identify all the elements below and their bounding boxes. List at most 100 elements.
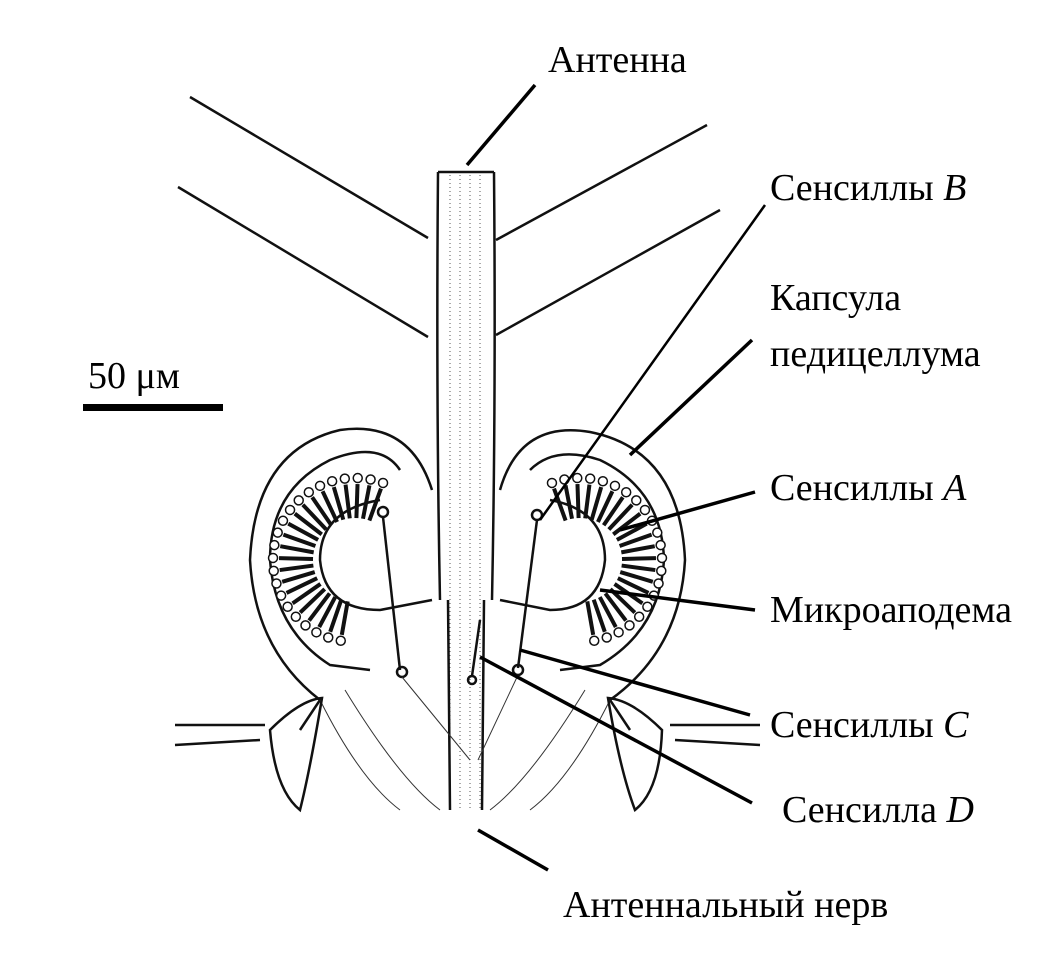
label-sensilla-c: Сенсиллы C bbox=[770, 704, 969, 746]
sensillum-a-cell bbox=[326, 476, 338, 487]
sensillum-a-cell bbox=[365, 474, 376, 485]
sensillum-a-cell bbox=[584, 473, 596, 484]
right-sensilla-a bbox=[546, 472, 668, 647]
sensillum-a-dendrite bbox=[282, 532, 317, 548]
sensillum-a-cell bbox=[624, 620, 635, 631]
sensillum-a-dendrite bbox=[585, 601, 596, 636]
sensillum-a-cell bbox=[546, 477, 558, 489]
sensillum-a-cell bbox=[268, 565, 279, 577]
sensillum-a-dendrite bbox=[618, 532, 653, 548]
sensillum-a-dendrite bbox=[281, 570, 316, 584]
sensillum-a-dendrite bbox=[339, 601, 350, 636]
left-sensilla-a bbox=[267, 472, 389, 647]
sensillum-a-dendrite bbox=[616, 576, 650, 595]
sensillum-a-dendrite bbox=[367, 487, 383, 522]
leader-capsule bbox=[628, 338, 754, 457]
sensillum-a-dendrite bbox=[278, 556, 314, 561]
sensillum-a-cell bbox=[271, 578, 282, 589]
sensillum-a-dendrite bbox=[287, 521, 320, 542]
sensillum-a-cell bbox=[284, 504, 296, 516]
sensillum-a-cell bbox=[272, 527, 283, 538]
sensillum-a-dendrite bbox=[615, 521, 648, 542]
sensillum-a-dendrite bbox=[589, 486, 604, 521]
antenna-shaft bbox=[436, 170, 496, 811]
sensillum-a-cell bbox=[653, 578, 664, 589]
sensillum-a-dendrite bbox=[343, 484, 352, 519]
sensillum-a-dendrite bbox=[293, 512, 323, 536]
sensillum-a-dendrite bbox=[620, 544, 656, 555]
sensillum-a-dendrite bbox=[612, 512, 642, 536]
sensillum-a-cell bbox=[300, 620, 311, 631]
sensillum-a-dendrite bbox=[619, 570, 654, 584]
label-sensilla-b: Сенсиллы B bbox=[770, 167, 966, 209]
sensillum-a-cell bbox=[293, 495, 304, 506]
sensillum-a-cell bbox=[339, 473, 351, 484]
sensillum-a-dendrite bbox=[598, 596, 618, 628]
sensillum-a-cell bbox=[311, 627, 322, 638]
sensillum-a-dendrite bbox=[591, 599, 607, 633]
sensillum-a-dendrite bbox=[298, 587, 327, 615]
leader-antenna bbox=[465, 83, 537, 167]
scale-bar-label: 50 μм bbox=[88, 355, 180, 397]
sensillum-a-cell bbox=[275, 590, 287, 601]
label-capsule-line1: Капсула bbox=[770, 277, 901, 319]
sensillum-a-cell bbox=[597, 476, 609, 487]
sensillum-a-cell bbox=[267, 552, 279, 564]
sensillum-a-dendrite bbox=[563, 485, 574, 520]
sensillum-a-cell bbox=[656, 552, 668, 564]
label-microapodeme: Микроаподема bbox=[770, 589, 1012, 631]
sensillum-a-dendrite bbox=[621, 563, 656, 573]
sensillum-a-dendrite bbox=[291, 582, 322, 605]
sensillum-a-dendrite bbox=[354, 483, 360, 519]
sensillum-a-cell bbox=[639, 504, 651, 516]
sensillum-a-cell bbox=[642, 601, 653, 613]
sensillum-a-dendrite bbox=[331, 486, 346, 521]
label-sensilla-a: Сенсиллы A bbox=[770, 467, 967, 509]
sensillum-a-dendrite bbox=[279, 563, 314, 573]
sensillum-a-cell bbox=[322, 632, 334, 643]
sensillum-a-dendrite bbox=[361, 485, 372, 520]
sensillum-a-cell bbox=[609, 480, 621, 492]
sensillum-a-dendrite bbox=[607, 503, 634, 531]
label-antennal-nerve: Антеннальный нерв bbox=[563, 884, 888, 926]
sensillum-a-dendrite bbox=[301, 503, 328, 531]
sensillum-a-cell bbox=[655, 539, 666, 551]
scale-bar bbox=[83, 404, 223, 411]
leader-sensilla-c bbox=[519, 648, 751, 717]
sensillum-a-cell bbox=[652, 527, 663, 538]
sensillum-a-cell bbox=[314, 480, 326, 492]
sensillum-a-dendrite bbox=[279, 544, 315, 555]
sensillum-a-dendrite bbox=[310, 496, 333, 527]
leader-sensilla-b bbox=[538, 204, 767, 521]
sensillum-a-cell bbox=[269, 539, 280, 551]
sensillum-a-cell bbox=[352, 472, 363, 484]
sensillum-a-dendrite bbox=[583, 484, 592, 519]
sensillum-a-cell bbox=[290, 611, 302, 623]
sensillum-a-dendrite bbox=[320, 490, 339, 523]
right-pedicel-capsule bbox=[489, 429, 761, 813]
sensillum-a-cell bbox=[282, 601, 293, 613]
sensillum-a-dendrite bbox=[285, 576, 319, 595]
bristles bbox=[177, 95, 721, 339]
sensillum-a-dendrite bbox=[307, 592, 332, 622]
sensillum-a-cell bbox=[656, 565, 667, 577]
leader-lines bbox=[465, 83, 767, 872]
sensillum-a-cell bbox=[572, 472, 583, 484]
label-sensilla-d: Сенсилла D bbox=[782, 789, 974, 831]
label-antenna: Антенна bbox=[548, 39, 687, 81]
leader-sensilla-d bbox=[479, 655, 753, 805]
sensillum-a-cell bbox=[588, 635, 600, 647]
sensillum-a-dendrite bbox=[621, 556, 657, 561]
label-capsule-line2: педицеллума bbox=[770, 333, 981, 375]
sensillum-a-cell bbox=[613, 627, 624, 638]
sensillum-a-cell bbox=[335, 635, 347, 647]
sensillum-a-cell bbox=[620, 486, 632, 498]
sensillum-a-dendrite bbox=[552, 487, 568, 522]
sensillum-a-cell bbox=[631, 495, 642, 506]
sensillum-a-dendrite bbox=[317, 596, 337, 628]
sensillum-a-cell bbox=[277, 515, 289, 527]
sensillum-a-dendrite bbox=[575, 483, 581, 519]
sensillum-a-dendrite bbox=[603, 592, 628, 622]
